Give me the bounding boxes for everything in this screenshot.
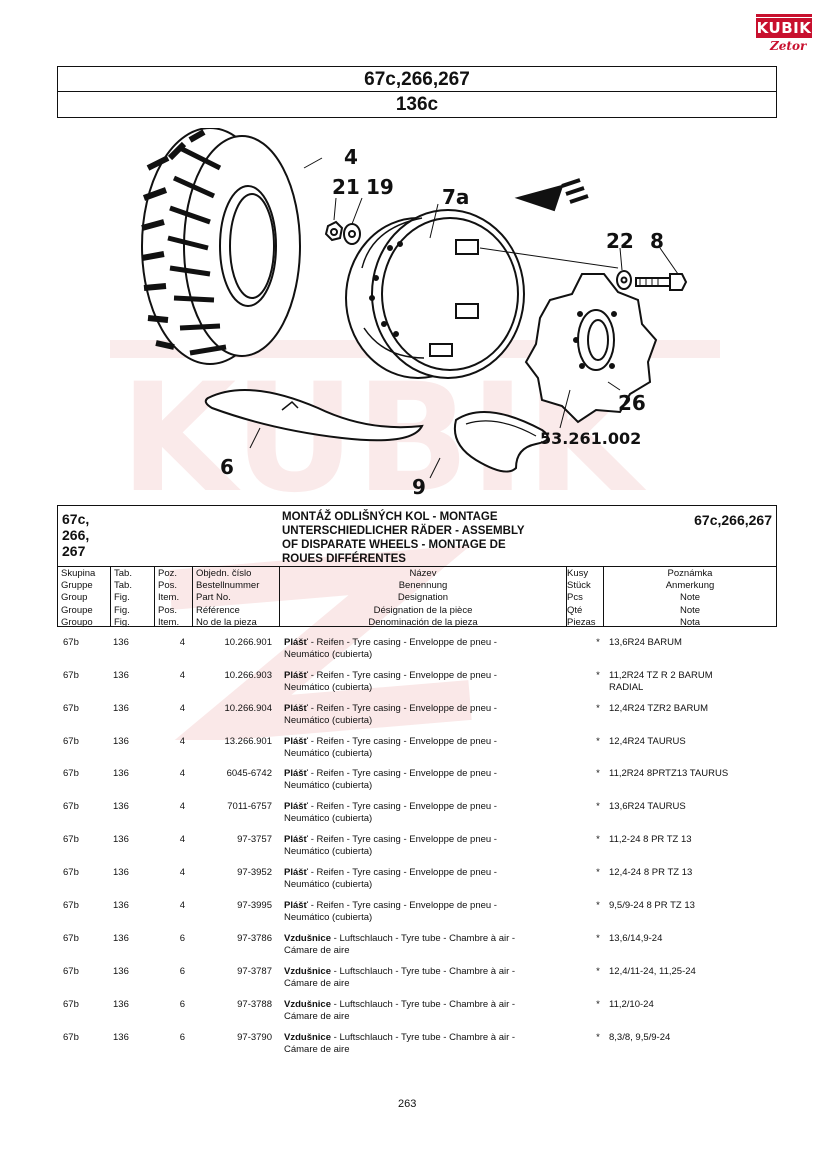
rim-7a-illustration [345, 209, 525, 379]
header-title-line: MONTÁŽ ODLIŠNÝCH KOL - MONTAGE [282, 511, 498, 523]
col-separator [279, 566, 280, 626]
title-box: 67c,266,267 136c [57, 66, 777, 118]
parts-table-header: 67c, 266, 267 MONTÁŽ ODLIŠNÝCH KOL - MON… [57, 505, 777, 628]
col-separator [154, 566, 155, 626]
col-pos: Poz.Pos.Item.Pos.Item. [158, 568, 180, 628]
title-models: 67c,266,267 [58, 67, 776, 92]
kubik-logo: KUBIK Zetor [756, 14, 812, 58]
label-21: 21 [332, 175, 360, 199]
title-table: 136c [395, 94, 439, 115]
label-6: 6 [220, 455, 234, 479]
wheel-exploded-drawing: 4 21 19 7a 22 8 26 53.261.002 6 9 [141, 128, 688, 499]
direction-arrow-icon [514, 178, 589, 212]
label-26: 26 [618, 391, 646, 415]
logo-brand: KUBIK [756, 18, 812, 38]
col-tab: Tab.Tab.Fig.Fig.Fig. [114, 568, 132, 628]
header-title: MONTÁŽ ODLIŠNÝCH KOL - MONTAGE UNTERSCHI… [282, 510, 572, 566]
wheel-disc-26-illustration [524, 273, 658, 424]
header-title-line: ROUES DIFFÉRENTES [282, 553, 406, 565]
col-separator [192, 566, 193, 626]
label-9: 9 [412, 475, 426, 499]
header-group-line: 67c, [62, 511, 90, 527]
washer-22-illustration [616, 270, 632, 290]
logo-bar [756, 14, 812, 17]
logo-sub: Zetor [770, 39, 807, 53]
tyre-illustration [141, 128, 301, 365]
label-8: 8 [650, 229, 664, 253]
header-divider [58, 566, 776, 567]
header-group-line: 266, [62, 527, 90, 543]
tube-6-illustration [204, 389, 424, 442]
col-separator [603, 566, 604, 626]
washer-19-illustration [343, 223, 361, 245]
flap-9-illustration [454, 411, 549, 473]
label-7a: 7a [442, 185, 469, 209]
label-19: 19 [366, 175, 394, 199]
nut-21-illustration [324, 220, 344, 242]
label-22: 22 [606, 229, 634, 253]
header-title-line: OF DISPARATE WHEELS - MONTAGE DE [282, 539, 506, 551]
header-group-line: 267 [62, 543, 86, 559]
col-separator [566, 566, 567, 626]
label-4: 4 [344, 145, 358, 169]
label-53-261-002: 53.261.002 [540, 429, 641, 448]
col-separator [110, 566, 111, 626]
page-number: 263 [398, 1098, 417, 1110]
header-title-line: UNTERSCHIEDLICHER RÄDER - ASSEMBLY [282, 525, 525, 537]
header-group: 67c, 266, 267 [62, 511, 122, 559]
header-models-right: 67c,266,267 [694, 512, 772, 528]
bolt-8-illustration [635, 273, 688, 291]
